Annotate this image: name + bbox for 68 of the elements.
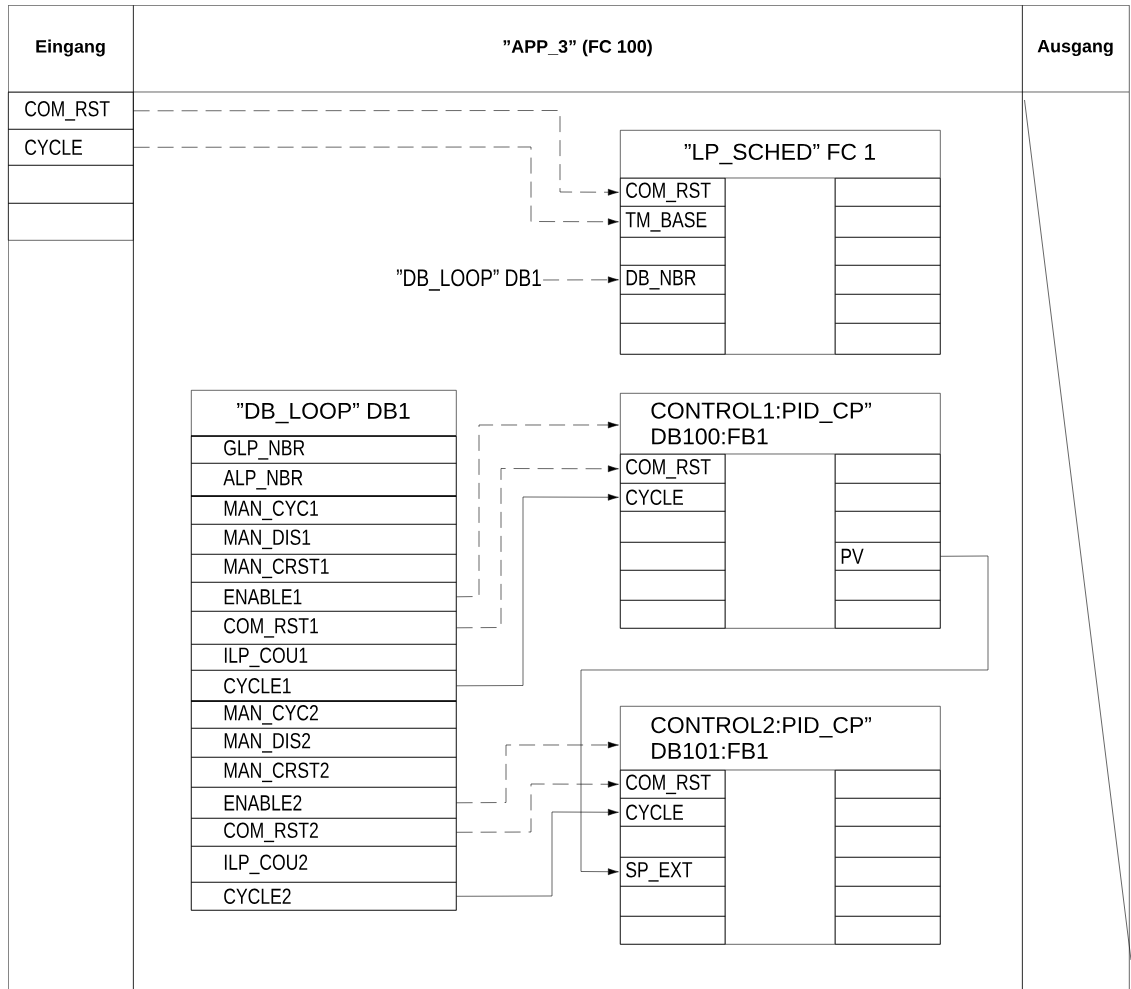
pin-cell — [835, 826, 941, 858]
pin-cell: COM_RST — [620, 770, 726, 799]
pin-cell — [835, 454, 941, 484]
pin-cell — [620, 886, 726, 917]
pin-cell: DB_NBR — [620, 265, 726, 295]
table-row: MAN_DIS1 — [191, 524, 457, 555]
arrow — [456, 780, 619, 833]
pin-cell: SP_EXT — [620, 857, 726, 887]
pin-cell — [620, 916, 726, 945]
table-row: MAN_CRST1 — [191, 554, 457, 583]
table-row: MAN_CRST2 — [191, 757, 457, 788]
pin-cell — [835, 886, 941, 917]
arrow — [456, 465, 619, 629]
pin-cell — [620, 542, 726, 571]
input-cell — [8, 165, 134, 204]
pin-cell: PV — [835, 542, 941, 571]
table-column: Ausgang — [1021, 5, 1130, 989]
table-row: ENABLE1 — [191, 582, 457, 612]
pin-cell — [620, 600, 726, 629]
arrow — [580, 555, 989, 876]
arrow — [456, 741, 619, 804]
input-cell: CYCLE — [8, 129, 134, 166]
pin-cell — [835, 798, 941, 827]
input-cell: COM_RST — [8, 92, 134, 130]
pin-cell — [835, 323, 941, 355]
pin-cell: CYCLE — [620, 798, 726, 827]
pin-cell: COM_RST — [620, 454, 726, 484]
pin-cell — [620, 237, 726, 266]
table-row: COM_RST1 — [191, 611, 457, 645]
pin-cell — [620, 294, 726, 324]
pin-cell — [835, 265, 941, 295]
arrow — [133, 110, 619, 196]
pin-cell — [835, 294, 941, 324]
pin-cell: COM_RST — [620, 178, 726, 207]
input-cell — [8, 203, 134, 241]
pin-cell — [835, 570, 941, 601]
block-label: ”DB_LOOP” DB1 — [396, 269, 541, 291]
arrow — [133, 146, 619, 226]
pin-cell — [835, 206, 941, 238]
pin-cell — [835, 916, 941, 945]
table-row: ALP_NBR — [191, 463, 457, 497]
pin-cell — [835, 237, 941, 266]
pin-cell: CYCLE — [620, 483, 726, 512]
table-row: CYCLE1 — [191, 670, 457, 702]
pin-cell — [835, 483, 941, 512]
arrow — [542, 276, 619, 284]
pin-cell — [835, 857, 941, 887]
table-row: MAN_CYC2 — [191, 701, 457, 729]
table-row: MAN_DIS2 — [191, 728, 457, 758]
arrow — [456, 421, 619, 598]
pin-cell — [620, 511, 726, 543]
pin-cell — [835, 600, 941, 629]
pin-cell — [835, 178, 941, 207]
table-row: GLP_NBR — [191, 436, 457, 464]
pin-cell — [620, 323, 726, 355]
pin-cell — [620, 826, 726, 858]
table-row: CYCLE2 — [191, 882, 457, 911]
pin-cell: TM_BASE — [620, 206, 726, 238]
table-row: ILP_COU1 — [191, 644, 457, 671]
arrow — [456, 493, 619, 687]
table-row: COM_RST2 — [191, 818, 457, 847]
pin-cell — [835, 511, 941, 543]
table-row: ENABLE2 — [191, 787, 457, 819]
table-row: ILP_COU2 — [191, 846, 457, 883]
arrow — [456, 808, 619, 897]
pin-cell — [835, 770, 941, 799]
pin-cell — [620, 570, 726, 601]
table-row: MAN_CYC1 — [191, 496, 457, 525]
